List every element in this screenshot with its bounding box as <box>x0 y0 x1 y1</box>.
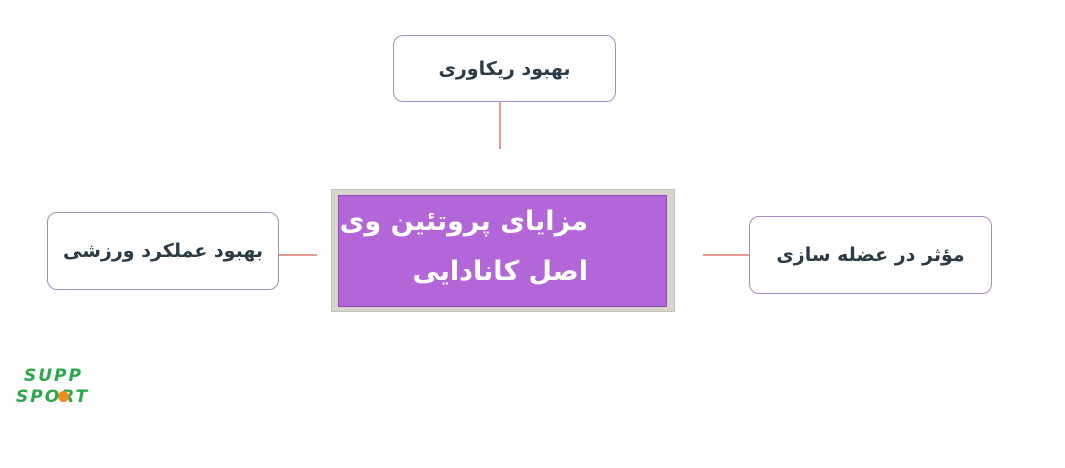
center-title-line-1: مزایای پروتئین وی <box>339 206 588 237</box>
connector-top <box>499 102 501 149</box>
connector-left <box>279 254 317 256</box>
logo-text-bottom: SPORT <box>16 387 90 407</box>
node-recovery: بهبود ریکاوری <box>393 35 616 102</box>
center-node: مزایای پروتئین وی اصل کانادایی <box>338 195 667 307</box>
ball-icon <box>58 391 69 402</box>
node-sports-performance: بهبود عملکرد ورزشی <box>47 212 279 290</box>
logo-text-top: SUPP <box>24 366 83 386</box>
center-title-line-2: اصل کانادایی <box>412 256 588 287</box>
node-sports-performance-label: بهبود عملکرد ورزشی <box>63 240 264 262</box>
connector-right <box>703 254 749 256</box>
node-muscle-building: مؤثر در عضله سازی <box>749 216 992 294</box>
supp-sport-logo: SUPP SPORT <box>14 366 104 410</box>
node-recovery-label: بهبود ریکاوری <box>438 57 571 80</box>
node-muscle-building-label: مؤثر در عضله سازی <box>776 244 965 266</box>
